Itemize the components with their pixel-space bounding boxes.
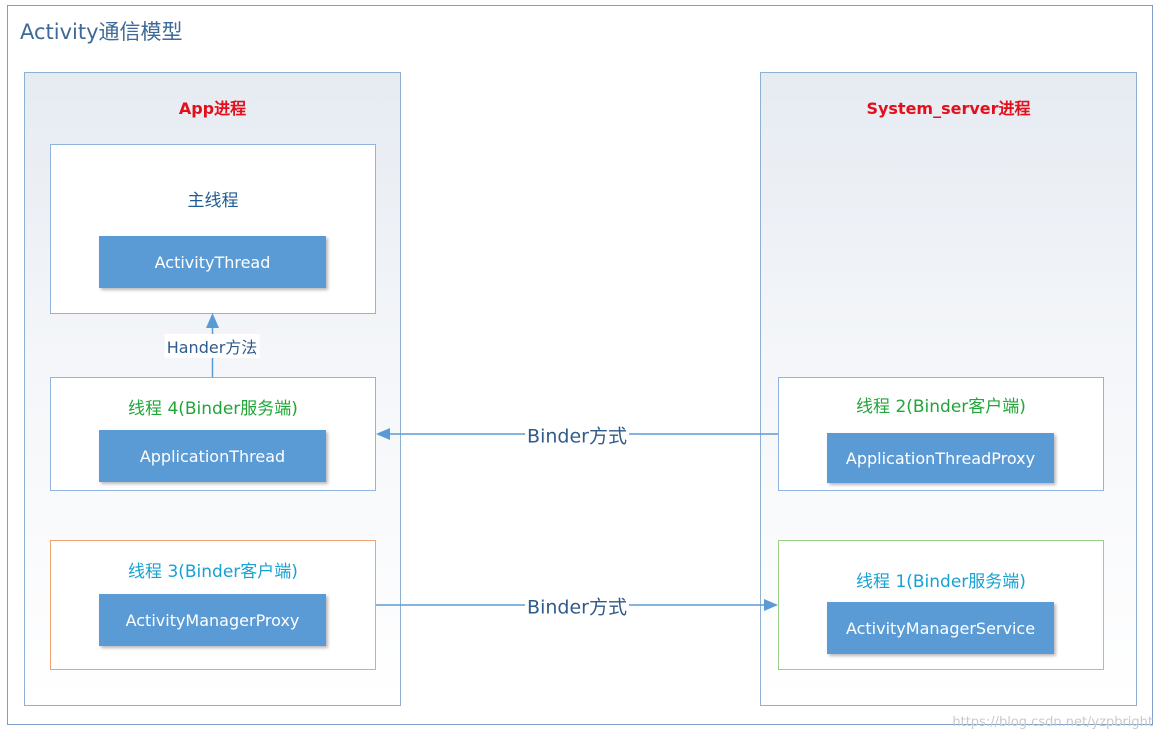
diagram-title: Activity通信模型 xyxy=(20,20,183,44)
thread3-label: 线程 3(Binder客户端) xyxy=(128,562,298,582)
activity-thread-component: ActivityThread xyxy=(99,236,326,288)
binder-top-arrow-head xyxy=(376,428,390,440)
app-process-label: App进程 xyxy=(178,99,247,118)
activity-manager-service-component: ActivityManagerService xyxy=(827,602,1054,654)
thread4-label: 线程 4(Binder服务端) xyxy=(128,399,298,419)
application-thread-component: ApplicationThread xyxy=(99,430,326,482)
watermark: https://blog.csdn.net/yzpbright xyxy=(952,715,1153,730)
binder-top-label: Binder方式 xyxy=(525,421,629,449)
application-thread-proxy-component: ApplicationThreadProxy xyxy=(827,433,1054,483)
binder-bottom-label: Binder方式 xyxy=(525,592,629,620)
handler-arrow-head xyxy=(206,313,219,328)
binder-bottom-arrow-head xyxy=(764,599,778,611)
handler-method-label: Hander方法 xyxy=(164,334,260,358)
activity-manager-proxy-component: ActivityManagerProxy xyxy=(99,594,326,646)
thread1-label: 线程 1(Binder服务端) xyxy=(856,572,1026,592)
main-thread-label: 主线程 xyxy=(187,191,239,211)
thread2-label: 线程 2(Binder客户端) xyxy=(856,397,1026,417)
server-process-label: System_server进程 xyxy=(866,99,1031,118)
